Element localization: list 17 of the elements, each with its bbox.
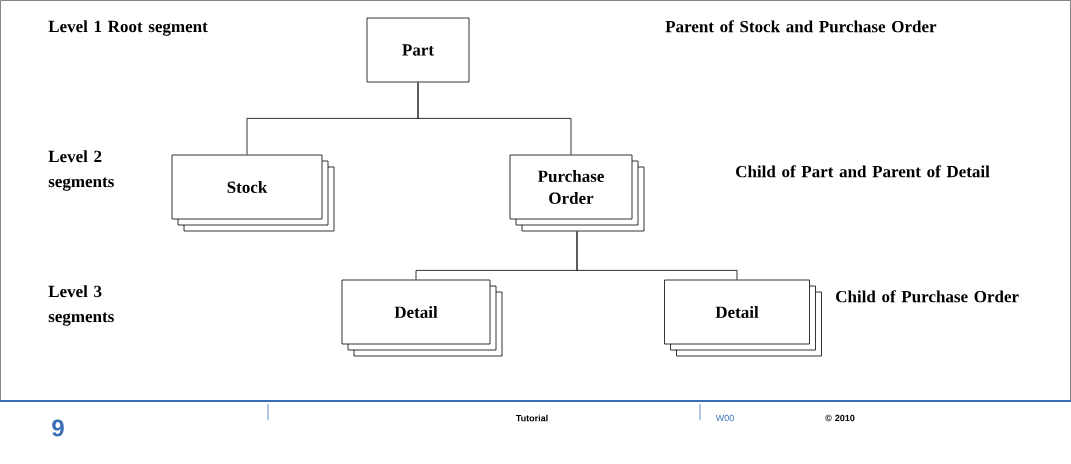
connector-line bbox=[576, 231, 738, 280]
annotation-text: Child of Part and Parent of Detail bbox=[736, 165, 990, 178]
stacked-segment-box: Detail bbox=[664, 279, 822, 357]
segment-box: Part bbox=[366, 17, 470, 83]
annotation-text: Level 1 Root segment bbox=[48, 20, 208, 36]
footer-text: © 2010 bbox=[825, 414, 855, 422]
annotation-text: Child of Purchase Order bbox=[836, 290, 1019, 303]
annotation-text: Level 3 segments bbox=[48, 285, 114, 326]
annotation-text: Parent of Stock and Purchase Order bbox=[665, 20, 937, 33]
stacked-segment-box: Purchase Order bbox=[509, 154, 645, 232]
stacked-segment-box: Detail bbox=[341, 279, 503, 357]
connector-line bbox=[417, 82, 572, 155]
page-number: 9 bbox=[52, 419, 64, 437]
footer-code: W00 bbox=[715, 414, 734, 422]
stacked-segment-box: Stock bbox=[171, 154, 335, 232]
footer-text: Tutorial bbox=[515, 414, 548, 422]
annotation-text: Level 2 segments bbox=[48, 150, 114, 191]
